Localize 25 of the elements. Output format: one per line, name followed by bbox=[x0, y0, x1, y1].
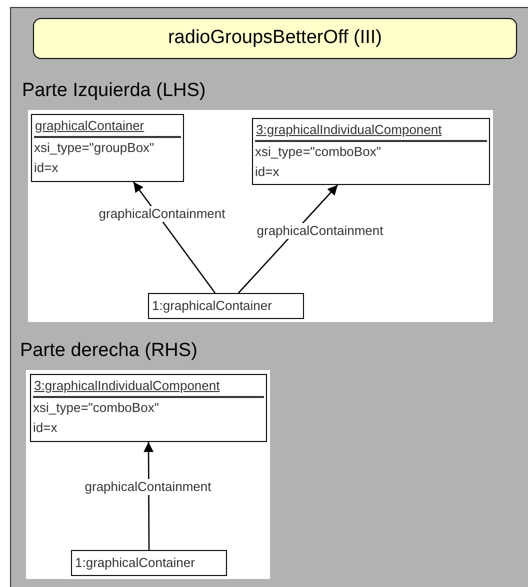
class-name: graphicalContainer bbox=[35, 118, 144, 133]
diagram-panel bbox=[28, 110, 493, 322]
attribute-text: id=x bbox=[34, 160, 58, 175]
section-heading: Parte derecha (RHS) bbox=[20, 339, 198, 363]
class-name: 1:graphicalContainer bbox=[75, 555, 195, 570]
attribute-text: xsi_type="comboBox" bbox=[33, 400, 159, 415]
attribute-text: id=x bbox=[33, 420, 58, 435]
class-box bbox=[30, 374, 267, 442]
title-banner bbox=[33, 18, 517, 59]
edge-label: graphicalContainment bbox=[84, 479, 212, 495]
section-heading: Parte Izquierda (LHS) bbox=[22, 79, 206, 103]
edge-label: graphicalContainment bbox=[98, 206, 226, 222]
class-name: 3:graphicalIndividualComponent bbox=[256, 122, 442, 137]
attribute-text: xsi_type="comboBox" bbox=[255, 144, 381, 159]
attribute-text: id=x bbox=[255, 164, 280, 179]
class-box bbox=[252, 118, 490, 185]
class-name: 1:graphicalContainer bbox=[152, 298, 272, 313]
diagram-panel bbox=[26, 370, 270, 579]
class-name: 3:graphicalIndividualComponent bbox=[34, 378, 220, 393]
class-box bbox=[71, 550, 227, 576]
class-box bbox=[148, 293, 304, 319]
class-box bbox=[31, 114, 184, 182]
attribute-text: xsi_type="groupBox" bbox=[34, 140, 154, 155]
title-text: radioGroupsBetterOff (III) bbox=[168, 26, 382, 50]
edge-label: graphicalContainment bbox=[256, 223, 384, 239]
